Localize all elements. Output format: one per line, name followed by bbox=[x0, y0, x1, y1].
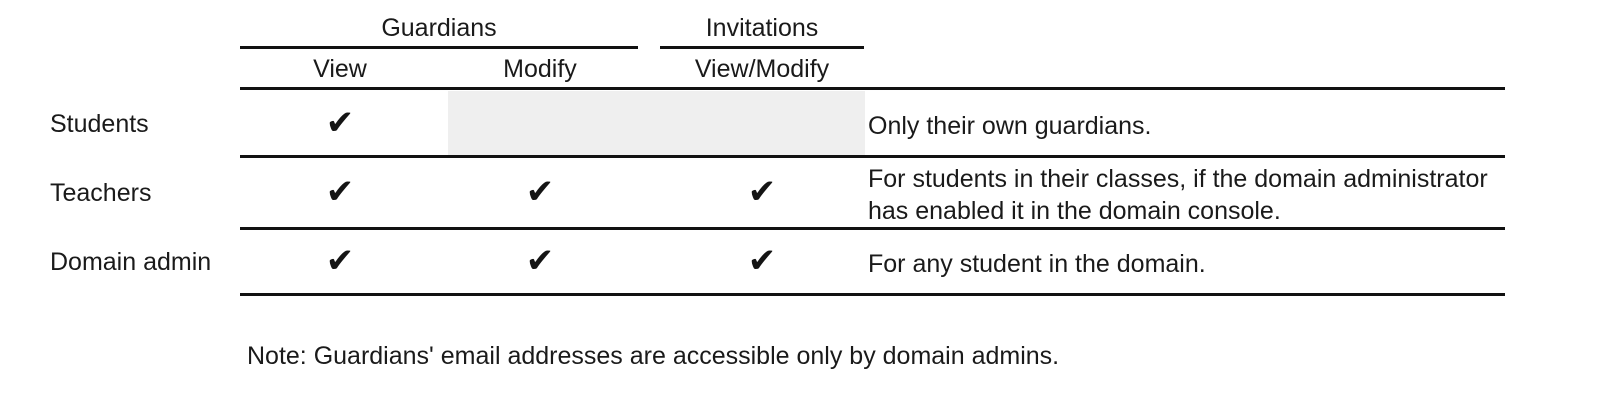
group-header-invitations: Invitations bbox=[705, 14, 819, 42]
cell-shaded-students-unavailable bbox=[448, 91, 865, 156]
row-label-teachers: Teachers bbox=[50, 179, 152, 207]
rule-row-teachers-bottom bbox=[240, 227, 1505, 230]
check-domain-admin-guardians-modify: ✔ bbox=[525, 241, 555, 281]
rule-row-students-bottom bbox=[240, 155, 1505, 158]
rule-group-invitations bbox=[660, 46, 864, 49]
description-teachers: For students in their classes, if the do… bbox=[868, 165, 1488, 225]
check-teachers-invitations-view-modify: ✔ bbox=[747, 172, 777, 212]
column-header-modify: Modify bbox=[503, 55, 577, 83]
check-domain-admin-invitations-view-modify: ✔ bbox=[747, 241, 777, 281]
group-header-guardians: Guardians bbox=[381, 14, 497, 42]
rule-header-bottom bbox=[240, 87, 1505, 90]
check-teachers-guardians-modify: ✔ bbox=[525, 172, 555, 212]
rule-table-bottom bbox=[240, 293, 1505, 296]
description-students: Only their own guardians. bbox=[868, 112, 1152, 140]
description-domain-admin: For any student in the domain. bbox=[868, 250, 1206, 278]
footnote-text: Note: Guardians' email addresses are acc… bbox=[247, 342, 1060, 370]
column-header-view: View bbox=[313, 55, 367, 83]
check-students-guardians-view: ✔ bbox=[325, 103, 355, 143]
check-domain-admin-guardians-view: ✔ bbox=[325, 241, 355, 281]
rule-group-guardians bbox=[240, 46, 638, 49]
row-label-students: Students bbox=[50, 110, 149, 138]
check-teachers-guardians-view: ✔ bbox=[325, 172, 355, 212]
row-label-domain-admin: Domain admin bbox=[50, 248, 212, 276]
column-header-view-modify: View/Modify bbox=[694, 55, 830, 83]
